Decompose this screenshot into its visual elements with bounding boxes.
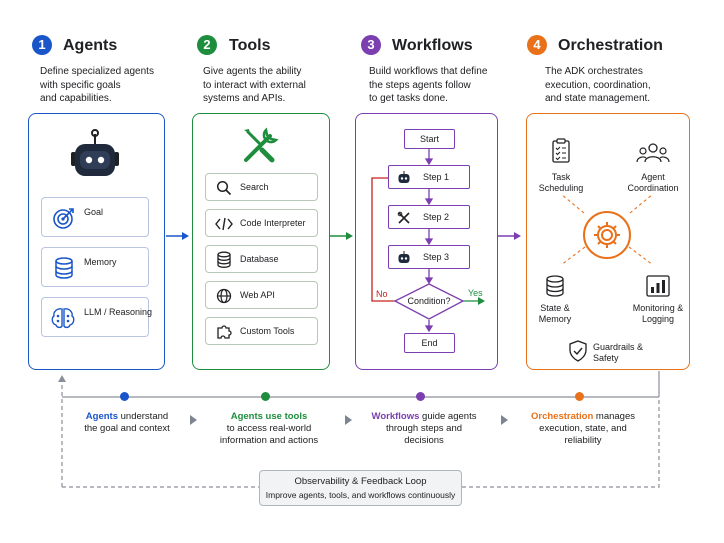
summary-strong: Orchestration <box>530 411 594 422</box>
tool-item-database[interactable]: Database <box>205 245 318 273</box>
summary-text: to access real-world information and act… <box>219 423 319 446</box>
summary-text: understand the goal and context <box>84 411 170 434</box>
database-icon <box>55 257 73 279</box>
brain-icon <box>51 308 75 329</box>
chevron-right-icon <box>190 415 197 425</box>
timeline-dot-workflows <box>416 392 425 401</box>
tool-label: Code Interpreter <box>240 218 306 228</box>
chevron-right-icon <box>345 415 352 425</box>
orch-label-state-memory: State & Memory <box>538 303 572 324</box>
workflow-yes-label: Yes <box>468 288 483 298</box>
workflow-no-label: No <box>376 289 388 299</box>
section-description: Build workflows that define the steps ag… <box>369 66 488 104</box>
tool-item-code-interpreter[interactable]: Code Interpreter <box>205 209 318 237</box>
robot-icon <box>71 129 119 176</box>
summary-tools: Agents use tools to access real-world in… <box>207 411 331 447</box>
timeline-dot-orchestration <box>575 392 584 401</box>
robot-icon <box>398 251 410 263</box>
workflow-step-label: Step 2 <box>423 212 450 222</box>
workflow-condition-label: Condition? <box>407 296 451 306</box>
section-title: Workflows <box>392 37 473 54</box>
feedback-title: Observability & Feedback Loop <box>294 476 427 487</box>
workflows-panel: Start Step 1 Step 2 Step 3 Condition? No… <box>355 113 498 370</box>
summary-text: guide agents through steps and decisions <box>385 411 477 446</box>
agent-card-label: Memory <box>84 257 117 267</box>
summary-orchestration: Orchestration manages execution, state, … <box>521 411 645 447</box>
database-icon <box>217 251 231 268</box>
bar-chart-monitoring-icon <box>646 275 670 297</box>
workflow-connectors <box>371 149 485 333</box>
agents-panel: Goal Memory LLM / Reasoning <box>28 113 165 370</box>
agent-card-label: Goal <box>84 207 104 217</box>
orchestration-connectors <box>560 193 654 266</box>
workflow-end-node: End <box>404 333 455 353</box>
tool-label: Custom Tools <box>240 326 295 336</box>
robot-icon <box>398 171 410 183</box>
feedback-loop-box: Observability & Feedback Loop Improve ag… <box>259 470 462 506</box>
people-group-icon <box>636 143 670 163</box>
tool-label: Database <box>240 254 279 264</box>
workflow-step-3: Step 3 <box>388 245 470 269</box>
summary-strong: Agents use tools <box>230 411 308 422</box>
summary-strong: Workflows <box>371 411 420 422</box>
step-number-badge: 2 <box>197 35 217 55</box>
orchestration-panel: Task Scheduling Agent Coordination State… <box>526 113 690 370</box>
target-icon <box>53 208 74 229</box>
orch-label-guardrails-safety: Guardrails & Safety <box>593 342 644 363</box>
tools-wrench-screwdriver-icon <box>244 127 279 163</box>
step-number-badge: 3 <box>361 35 381 55</box>
summary-text: manages execution, state, and reliabilit… <box>539 411 636 446</box>
tool-label: Web API <box>240 290 275 300</box>
tools-icon <box>397 211 410 224</box>
workflow-step-label: Step 1 <box>423 172 450 182</box>
orch-label-monitoring-logging: Monitoring & Logging <box>632 303 684 324</box>
workflow-start-node: Start <box>404 129 455 149</box>
summary-strong: Agents <box>85 411 118 422</box>
agent-card-goal: Goal <box>41 197 149 237</box>
code-icon <box>215 217 233 231</box>
tool-label: Search <box>240 182 269 192</box>
tool-item-search[interactable]: Search <box>205 173 318 201</box>
tool-item-web-api[interactable]: Web API <box>205 281 318 309</box>
timeline-dot-agents <box>120 392 129 401</box>
puzzle-piece-icon <box>217 325 232 339</box>
summary-workflows: Workflows guide agents through steps and… <box>362 411 486 447</box>
agent-card-memory: Memory <box>41 247 149 287</box>
feedback-subtitle: Improve agents, tools, and workflows con… <box>265 490 456 500</box>
section-description: Give agents the ability to interact with… <box>203 66 306 104</box>
shield-check-icon <box>569 340 587 362</box>
search-icon <box>216 180 232 196</box>
agent-card-llm: LLM / Reasoning <box>41 297 153 337</box>
workflow-step-1: Step 1 <box>388 165 470 189</box>
agent-card-label: LLM / Reasoning <box>84 307 153 317</box>
database-icon <box>546 275 564 297</box>
section-description: Define specialized agents with specific … <box>40 66 154 104</box>
section-description: The ADK orchestrates execution, coordina… <box>545 66 651 104</box>
section-title: Orchestration <box>558 37 663 54</box>
globe-icon <box>216 288 232 304</box>
summary-agents: Agents understand the goal and context <box>72 411 182 435</box>
clipboard-checklist-icon <box>552 138 570 163</box>
gear-icon <box>594 222 620 248</box>
timeline-dot-tools <box>261 392 270 401</box>
workflow-step-2: Step 2 <box>388 205 470 229</box>
step-number-badge: 1 <box>32 35 52 55</box>
orch-label-task-scheduling: Task Scheduling <box>538 172 584 193</box>
chevron-right-icon <box>501 415 508 425</box>
workflow-step-label: Step 3 <box>423 252 450 262</box>
tool-item-custom-tools[interactable]: Custom Tools <box>205 317 318 345</box>
tools-panel: Search Code Interpreter Database Web API… <box>192 113 330 370</box>
section-title: Tools <box>229 37 271 54</box>
section-title: Agents <box>63 37 118 54</box>
orch-label-agent-coordination: Agent Coordination <box>627 172 679 193</box>
step-number-badge: 4 <box>527 35 547 55</box>
